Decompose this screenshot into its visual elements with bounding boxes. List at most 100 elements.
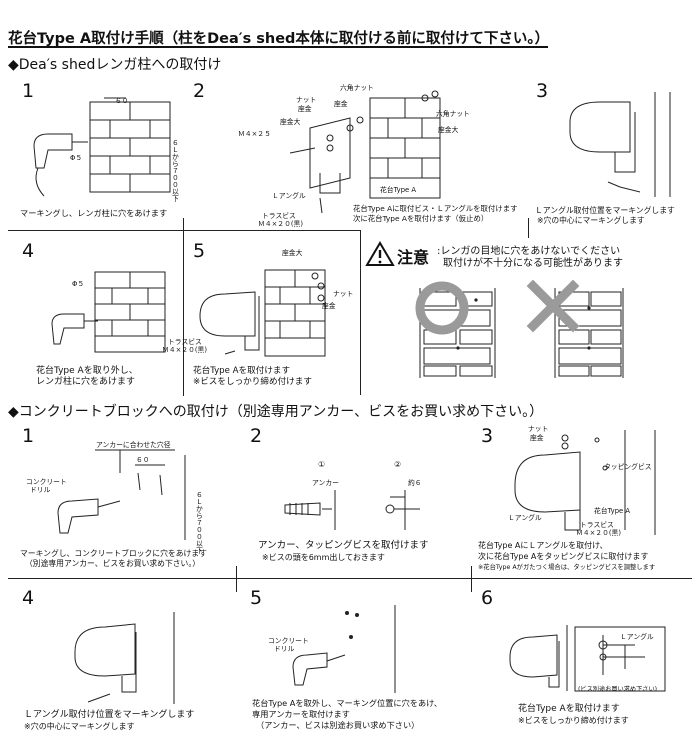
concrete-step-2-anchor: アンカー: [312, 479, 339, 487]
concrete-step-1-caption-1: マーキングし、コンクリートブロックに穴をあけます: [20, 549, 207, 558]
brick-step-2-truss: トラスビス: [262, 212, 296, 220]
concrete-step-1-caption-2: （別途専用アンカー、ビスをお買い求め下さい。）: [25, 559, 201, 568]
concrete-step-4-caption-1: Ｌアングル取付け位置をマーキングします: [24, 710, 195, 720]
divider: [183, 236, 184, 396]
circle-ok-icon: [415, 281, 469, 335]
divider: [236, 578, 237, 592]
concrete-step-1-drill2: ドリル: [30, 486, 51, 494]
title-underline: [8, 46, 548, 48]
brick-step-4-illustration: [51, 271, 166, 353]
brick-step-3-illustration: [569, 92, 671, 197]
brick-step-2-angle: Ｌアングル: [272, 192, 306, 200]
concrete-step-2-approx: 約６: [408, 479, 422, 487]
concrete-step-5-drill: コンクリート: [268, 637, 309, 645]
brick-step-1-phi5: Φ５: [70, 154, 83, 162]
brick-step-3-caption-1: Ｌアングル取付位置をマーキングします: [535, 206, 675, 215]
brick-step-2-type: 花台Type A: [380, 186, 417, 194]
concrete-step-2-caption-2: ※ビスの頭を6mm出しておきます: [262, 553, 385, 562]
brick-step-5-caption-2: ※ビスをしっかり締め付けます: [193, 377, 312, 387]
concrete-step-5-caption-1: 花台Type Aを取外し、マーキング位置に穴をあけ、: [252, 698, 443, 708]
brick-step-3-caption-2: ※穴の中心にマーキングします: [537, 216, 645, 225]
concrete-step-1-illustration: [57, 449, 186, 540]
divider: [8, 578, 692, 579]
concrete-step-3-tapping: タッピングビス: [604, 463, 652, 471]
brick-step-2-truss-size: Ｍ４×２０(黒): [258, 220, 303, 228]
concrete-step-3-truss-size: Ｍ４×２０(黒): [576, 529, 621, 537]
concrete-step-1-anchor-hole: アンカーに合わせた穴径: [96, 441, 171, 449]
brick-step-2-hexnut2: 六角ナット: [436, 110, 470, 118]
concrete-step-3-caption-1: 花台Type AにＬアングルを取付け、: [478, 541, 608, 550]
correct-example-illustration: [415, 281, 496, 378]
brick-step-1-dim700: ６Ｌから７００以下: [172, 139, 179, 203]
concrete-step-5-drill2: ドリル: [274, 645, 295, 653]
brick-step-1-dim60: ６０: [115, 97, 129, 105]
brick-step-4-caption-2: レンガ柱に穴をあけます: [36, 377, 136, 387]
page-title: 花台Type A取付け手順（柱をDea′s shed本体に取付ける前に取付けて下…: [8, 31, 550, 47]
cross-ng-icon: [526, 279, 580, 333]
brick-step-1-illustration: [33, 97, 171, 197]
brick-section-heading: ◆Dea′s shedレンガ柱への取付け: [8, 57, 222, 73]
concrete-step-3-angle: Ｌアングル: [508, 514, 542, 522]
concrete-section-heading: ◆コンクリートブロックへの取付け（別途専用アンカー、ビスをお買い求め下さい。）: [8, 404, 544, 420]
brick-step-1-number: 1: [22, 80, 35, 102]
brick-step-4-phi5: Φ５: [72, 280, 85, 288]
brick-step-2-hexnut: 六角ナット: [340, 84, 374, 92]
concrete-step-5-caption-2: 専用アンカーを取付けます: [252, 709, 350, 719]
concrete-step-6-illustration: [509, 625, 666, 692]
brick-step-2-illustration: [289, 90, 441, 214]
brick-step-5-illustration: [199, 269, 326, 357]
concrete-step-2-circle-2: ②: [394, 460, 402, 469]
brick-step-2-washer: 座金: [298, 105, 312, 113]
concrete-step-5-caption-3: （アンカー、ビスは別途お買い求め下さい）: [256, 720, 420, 730]
warning-title: 注意: [397, 248, 430, 267]
concrete-step-5-illustration: [292, 605, 396, 693]
brick-step-2-washer2: 座金: [334, 100, 348, 108]
warning-line-2: 取付けが不十分になる可能性があります: [443, 258, 623, 269]
divider: [8, 230, 361, 231]
concrete-step-3-caption-2: 次に花台Type Aをタッピングビスに取付けます: [478, 552, 649, 561]
brick-step-5-washer: 座金: [322, 302, 336, 310]
concrete-step-3-washer: 座金: [530, 434, 544, 442]
concrete-step-1-dim700: ６Ｌから７００以下: [196, 491, 203, 555]
brick-step-1-caption: マーキングし、レンガ柱に穴をあけます: [20, 208, 168, 218]
concrete-step-1-drill: コンクリート: [26, 478, 67, 486]
brick-step-5-caption-1: 花台Type Aを取付けます: [193, 366, 291, 376]
divider: [528, 218, 529, 238]
concrete-step-1-dim60: ６０: [136, 456, 150, 464]
concrete-step-3-type: 花台Type A: [594, 507, 631, 515]
concrete-step-6-caption-2: ※ビスをしっかり締め付けます: [518, 716, 629, 725]
concrete-step-3-illustration: [514, 430, 656, 535]
concrete-step-2-circle-1: ①: [318, 460, 326, 469]
concrete-step-6-screw-note: (ビス別途お買い求め下さい): [578, 686, 658, 693]
brick-step-2-washer-big2: 座金大: [438, 126, 459, 134]
concrete-step-3-truss: トラスビス: [580, 521, 614, 529]
concrete-step-2-caption-1: アンカー、タッピングビスを取付けます: [258, 540, 429, 551]
concrete-step-4-illustration: [74, 612, 175, 704]
brick-step-4-caption-1: 花台Type Aを取り外し、: [36, 366, 138, 376]
concrete-step-2-illustration: [284, 490, 420, 530]
warning-icon: [365, 241, 395, 266]
brick-step-5-truss: トラスビス: [168, 338, 202, 346]
divider: [360, 230, 361, 395]
brick-step-5-nut: ナット: [333, 290, 354, 298]
divider: [471, 578, 472, 592]
concrete-step-3-nut: ナット: [528, 425, 549, 433]
brick-step-5-truss-size: Ｍ４×２０(黒): [162, 346, 207, 354]
concrete-step-2-number: 2: [250, 425, 263, 447]
brick-step-4-number: 4: [22, 240, 35, 262]
warning-line-1: :レンガの目地に穴をあけないでください: [437, 246, 621, 257]
concrete-step-4-caption-2: ※穴の中心にマーキングします: [24, 722, 135, 731]
incorrect-example-illustration: [526, 279, 624, 378]
brick-step-3-number: 3: [536, 80, 549, 102]
concrete-step-6-angle: Ｌアングル: [620, 633, 654, 641]
concrete-step-6-number: 6: [481, 587, 494, 609]
concrete-step-3-caption-3: ※花台Type Aがガたつく場合は、タッピングビスを調整します: [478, 564, 656, 571]
brick-step-5-washer-big: 座金大: [282, 249, 303, 257]
brick-step-2-number: 2: [193, 80, 206, 102]
brick-step-2-m4: Ｍ４×２５: [238, 130, 271, 138]
brick-step-5-number: 5: [193, 240, 206, 262]
concrete-step-5-number: 5: [250, 587, 263, 609]
brick-step-2-caption-2: 次に花台Type Aを取付けます（仮止め）: [353, 214, 489, 223]
brick-step-2-caption-1: 花台Type Aに取付ビス・Ｌアングルを取付けます: [353, 204, 518, 213]
divider: [183, 218, 184, 238]
